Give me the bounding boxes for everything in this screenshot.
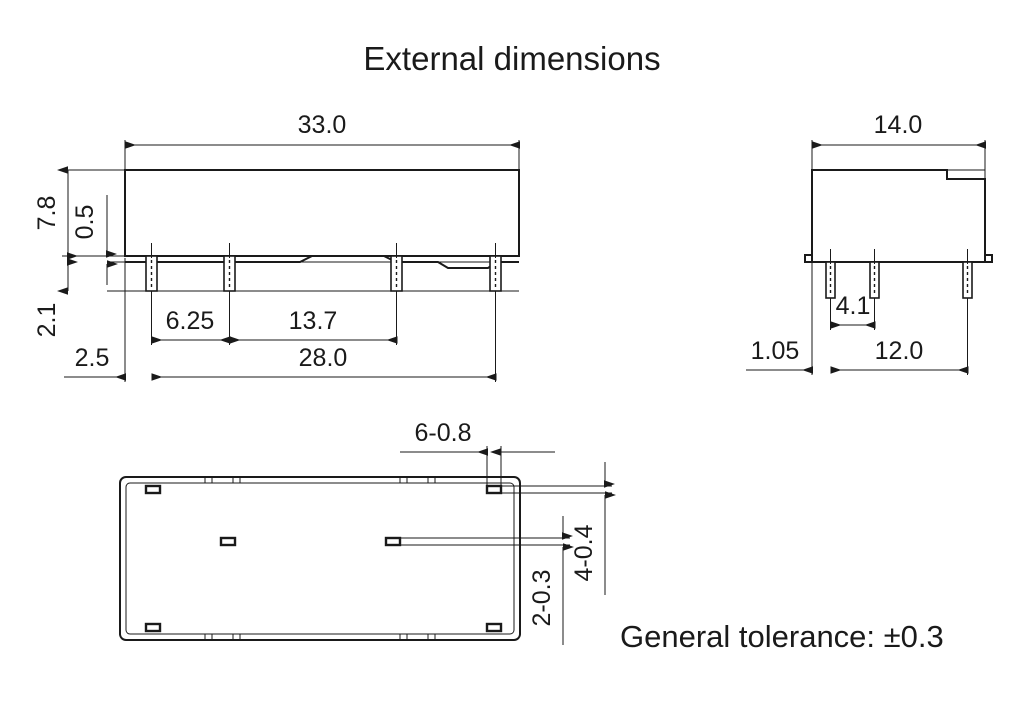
plan-inner-outline bbox=[125, 482, 515, 635]
side-view-group: 14.0 4.1 1.05 12.0 bbox=[746, 111, 993, 375]
dim-edge-offset-label: 1.05 bbox=[751, 337, 800, 365]
dim-slot-wide-label: 4-0.4 bbox=[570, 524, 598, 581]
dim-span-total-label: 28.0 bbox=[299, 344, 348, 372]
plan-outer-outline bbox=[119, 476, 521, 641]
dim-terminal-length-label: 2.1 bbox=[33, 303, 61, 338]
plan-pad-2 bbox=[219, 536, 237, 547]
dim-pin-span-label: 12.0 bbox=[875, 337, 924, 365]
front-body-outline bbox=[124, 169, 520, 257]
general-tolerance-note: General tolerance: ±0.3 bbox=[620, 619, 944, 654]
plan-pad-5 bbox=[144, 622, 162, 633]
plan-edge-ticks bbox=[204, 477, 436, 640]
front-view-group: 33.0 7.8 0.5 2.1 2.5 6.25 13.7 28.0 bbox=[33, 111, 520, 382]
side-body-notch-line bbox=[947, 169, 986, 179]
dim-pitch-b-label: 13.7 bbox=[289, 307, 338, 335]
dim-seat-thickness-label: 0.5 bbox=[71, 205, 99, 240]
plan-pad-6 bbox=[485, 622, 503, 633]
dim-overall-length-label: 33.0 bbox=[298, 111, 347, 139]
plan-leader-lines bbox=[400, 485, 612, 546]
dim-terminal-width-label: 6-0.8 bbox=[415, 419, 472, 447]
page-title: External dimensions bbox=[363, 40, 660, 77]
side-ledge-left bbox=[804, 254, 813, 263]
plan-pad-1 bbox=[144, 484, 162, 495]
dim-pin-pitch-label: 4.1 bbox=[836, 292, 871, 320]
plan-pad-4 bbox=[485, 484, 503, 495]
bottom-view-group: 6-0.8 4-0.4 2-0.3 bbox=[119, 419, 616, 645]
dim-pitch-a-label: 6.25 bbox=[166, 307, 215, 335]
dim-overall-width-label: 14.0 bbox=[874, 111, 923, 139]
dim-body-height-label: 7.8 bbox=[33, 196, 61, 231]
plan-pad-3 bbox=[384, 536, 402, 547]
side-body-outline bbox=[811, 169, 986, 263]
dim-slot-narrow-label: 2-0.3 bbox=[528, 570, 556, 627]
dim-left-offset-label: 2.5 bbox=[75, 344, 110, 372]
side-ledge-right bbox=[984, 254, 993, 263]
